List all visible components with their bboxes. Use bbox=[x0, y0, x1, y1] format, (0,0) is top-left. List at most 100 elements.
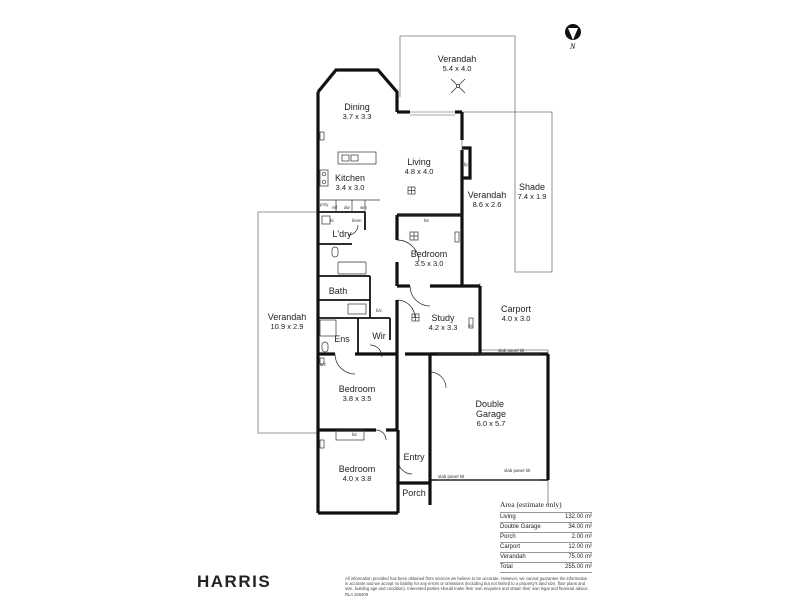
verandah-left-outline bbox=[257, 211, 318, 434]
room-study-dim: 4.2 x 3.3 bbox=[429, 323, 458, 332]
room-verandah-east-dim: 8.6 x 2.6 bbox=[473, 200, 502, 209]
room-double-garage-line1: Double bbox=[475, 399, 504, 409]
area-row: Living 132.00 m² bbox=[500, 512, 592, 522]
trough-icon bbox=[321, 215, 331, 225]
shade-outline bbox=[462, 111, 553, 273]
doors bbox=[334, 224, 447, 475]
room-ensuite: Ens bbox=[334, 334, 350, 344]
ac-unit-icon bbox=[319, 439, 325, 449]
room-living-dim: 4.8 x 4.0 bbox=[405, 167, 434, 176]
bathtub-icon bbox=[337, 261, 367, 275]
room-labels: Verandah 5.4 x 4.0 Dining 3.7 x 3.3 Livi… bbox=[268, 54, 547, 498]
room-porch: Porch bbox=[402, 488, 426, 498]
door-bedroom1-b bbox=[409, 285, 431, 307]
area-title: Area (estimate only) bbox=[500, 500, 562, 509]
room-carport-dim: 4.0 x 3.0 bbox=[502, 314, 531, 323]
room-laundry: L'dry bbox=[332, 229, 352, 239]
room-living: Living bbox=[407, 157, 431, 167]
room-carport: Carport bbox=[501, 304, 532, 314]
label-slab-panel-1: slab panel tilt bbox=[498, 348, 525, 353]
area-row: Porch 2.00 m² bbox=[500, 531, 592, 542]
area-label: Total bbox=[500, 564, 513, 571]
area-value: 2.00 m² bbox=[571, 534, 592, 541]
room-bedroom-2-dim: 3.8 x 3.5 bbox=[343, 394, 372, 403]
wall-chimney bbox=[462, 146, 472, 180]
north-arrow-icon bbox=[565, 24, 581, 40]
burner-icon bbox=[321, 179, 327, 185]
area-value: 255.00 m² bbox=[564, 564, 592, 571]
area-value: 12.00 m² bbox=[568, 544, 592, 551]
area-label: Living bbox=[500, 514, 516, 521]
room-bedroom-1: Bedroom bbox=[411, 249, 448, 259]
sink-icon bbox=[350, 154, 359, 162]
label-wm: wm bbox=[360, 205, 367, 210]
room-bath: Bath bbox=[329, 286, 348, 296]
room-verandah-top-dim: 5.4 x 4.0 bbox=[443, 64, 472, 73]
label-slab-panel-3: slab panel tilt bbox=[504, 468, 531, 473]
cooktop-icon bbox=[319, 169, 329, 187]
room-kitchen-dim: 3.4 x 3.0 bbox=[336, 183, 365, 192]
label-robe: bir bbox=[424, 218, 430, 223]
label-ac: a/c bbox=[320, 362, 327, 367]
area-table: Area (estimate only) Living 132.00 m² Do… bbox=[500, 500, 592, 573]
verandah-top-outline bbox=[399, 35, 516, 112]
area-label: Porch bbox=[500, 534, 516, 541]
area-value: 132.00 m² bbox=[564, 514, 592, 521]
room-bedroom-2: Bedroom bbox=[339, 384, 376, 394]
label-bic: b/c bbox=[376, 308, 383, 313]
ac-unit-icon bbox=[319, 131, 325, 141]
door-bedroom2 bbox=[334, 353, 356, 375]
ac-unit-icon bbox=[468, 317, 474, 329]
ac-unit-icon bbox=[454, 231, 460, 243]
label-broom: bi bbox=[330, 218, 334, 223]
label-fireplace: fp bbox=[464, 162, 468, 167]
room-shade-dim: 7.4 x 1.9 bbox=[518, 192, 547, 201]
room-double-garage-line2: Garage bbox=[476, 409, 506, 419]
room-dining: Dining bbox=[344, 102, 370, 112]
room-double-garage-dim: 6.0 x 5.7 bbox=[477, 419, 506, 428]
room-verandah-west-dim: 10.9 x 2.9 bbox=[271, 322, 304, 331]
wall-porch bbox=[396, 481, 432, 513]
ceiling-fan-icon bbox=[450, 78, 466, 94]
burner-icon bbox=[321, 171, 327, 177]
area-row: Double Garage 34.00 m² bbox=[500, 521, 592, 532]
ac-unit-icon bbox=[319, 357, 325, 365]
label-slab-panel-2: slab panel tilt bbox=[438, 474, 465, 479]
brand-logo: HARRIS bbox=[197, 572, 272, 591]
area-label: Double Garage bbox=[500, 524, 541, 531]
label-pantry: p'try bbox=[320, 202, 329, 207]
room-verandah-east: Verandah bbox=[468, 190, 507, 200]
door-entry bbox=[397, 459, 413, 475]
room-verandah-west: Verandah bbox=[268, 312, 307, 322]
toilet-icon bbox=[321, 341, 329, 353]
room-double-garage: Double Garage bbox=[475, 399, 506, 419]
kitchen-island bbox=[337, 151, 377, 165]
area-row-total: Total 255.00 m² bbox=[500, 561, 592, 573]
label-dw: dw bbox=[344, 205, 351, 210]
shower-icon bbox=[319, 319, 337, 337]
door-bedroom1 bbox=[396, 239, 420, 263]
room-dining-dim: 3.7 x 3.3 bbox=[343, 112, 372, 121]
area-row: Verandah 75.00 m² bbox=[500, 551, 592, 562]
door-bedroom3 bbox=[375, 429, 387, 441]
area-row: Carport 12.00 m² bbox=[500, 541, 592, 552]
wall-dining-bay bbox=[316, 68, 399, 112]
room-study: Study bbox=[431, 313, 455, 323]
outdoor-outlines bbox=[257, 35, 553, 505]
area-value: 34.00 m² bbox=[568, 524, 592, 531]
room-shade: Shade bbox=[519, 182, 545, 192]
vanity-icon bbox=[347, 303, 367, 315]
door-wir bbox=[369, 344, 383, 358]
room-entry: Entry bbox=[403, 452, 425, 462]
area-label: Verandah bbox=[500, 554, 526, 561]
sink-icon bbox=[341, 154, 350, 162]
door-garage bbox=[429, 371, 447, 389]
area-value: 75.00 m² bbox=[568, 554, 592, 561]
room-bedroom-3: Bedroom bbox=[339, 464, 376, 474]
label-ref: ref bbox=[332, 205, 338, 210]
label-robe-2: bir bbox=[352, 432, 358, 437]
fixtures bbox=[318, 131, 474, 449]
room-kitchen: Kitchen bbox=[335, 173, 365, 183]
room-verandah-top: Verandah bbox=[438, 54, 477, 64]
